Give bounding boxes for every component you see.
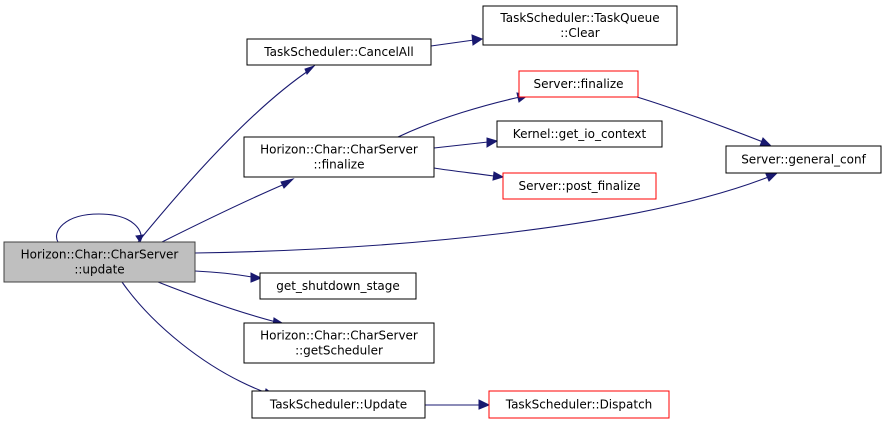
- node-update[interactable]: Horizon::Char::CharServer::update: [3, 241, 196, 283]
- edge-cs_finalize-to-get_io_context: [433, 137, 499, 149]
- edge-update-to-general_conf: [194, 171, 780, 254]
- node-box[interactable]: [488, 390, 670, 419]
- node-box[interactable]: [246, 38, 432, 66]
- arrowhead-icon: [478, 399, 491, 410]
- node-general-conf[interactable]: Server::general_conf: [725, 145, 882, 174]
- arrowhead-icon: [280, 178, 295, 189]
- edge-cancel_all-to-queue_clear: [430, 34, 484, 47]
- node-box[interactable]: [259, 272, 417, 300]
- edge-update-to-cancel_all: [137, 64, 316, 243]
- node-box[interactable]: [496, 120, 663, 148]
- node-label: Server::post_finalize: [518, 179, 640, 193]
- node-label: Server::finalize: [533, 77, 623, 91]
- edge-line: [430, 39, 475, 47]
- node-get-scheduler[interactable]: Horizon::Char::CharServer::getScheduler: [243, 322, 435, 364]
- node-label: TaskScheduler::Dispatch: [505, 398, 653, 412]
- edge-cs_finalize-to-post_finalize: [433, 167, 505, 181]
- arrowhead-icon: [250, 272, 263, 283]
- nodes-layer: Horizon::Char::CharServer::updateTaskSch…: [3, 5, 882, 419]
- node-label: Kernel::get_io_context: [513, 127, 647, 141]
- arrowhead-icon: [304, 64, 316, 75]
- node-label: ::finalize: [314, 158, 365, 172]
- node-label: ::Clear: [560, 26, 600, 40]
- arrowhead-icon: [759, 137, 772, 147]
- arrowhead-icon: [492, 171, 505, 181]
- node-box[interactable]: [3, 241, 196, 283]
- node-sched-update[interactable]: TaskScheduler::Update: [251, 390, 426, 419]
- node-post-finalize[interactable]: Server::post_finalize: [502, 172, 657, 200]
- edge-line: [56, 213, 142, 243]
- node-box[interactable]: [518, 70, 639, 98]
- node-queue-clear[interactable]: TaskScheduler::TaskQueue::Clear: [482, 5, 678, 46]
- edge-line: [137, 68, 312, 243]
- node-cs-finalize[interactable]: Horizon::Char::CharServer::finalize: [243, 136, 435, 178]
- edge-line: [636, 96, 764, 143]
- node-server-finalize[interactable]: Server::finalize: [518, 70, 639, 98]
- node-box[interactable]: [243, 136, 435, 178]
- node-label: Server::general_conf: [741, 153, 866, 167]
- node-box[interactable]: [243, 322, 435, 364]
- edge-line: [157, 281, 277, 323]
- edge-update-to-update: [56, 213, 144, 244]
- node-label: Horizon::Char::CharServer: [260, 143, 418, 157]
- edge-line: [433, 167, 495, 177]
- node-label: get_shutdown_stage: [276, 279, 400, 293]
- node-box[interactable]: [725, 145, 882, 174]
- node-get-io-context[interactable]: Kernel::get_io_context: [496, 120, 663, 148]
- arrowhead-icon: [471, 34, 484, 46]
- edge-line: [121, 281, 268, 394]
- edges-layer: [56, 34, 780, 410]
- edge-update-to-cs_finalize: [161, 178, 295, 243]
- edge-line: [194, 270, 253, 278]
- edge-line: [433, 141, 489, 149]
- node-shutdown-stage[interactable]: get_shutdown_stage: [259, 272, 417, 300]
- node-label: TaskScheduler::Update: [269, 398, 407, 412]
- node-box[interactable]: [251, 390, 426, 419]
- node-box[interactable]: [502, 172, 657, 200]
- node-label: TaskScheduler::CancelAll: [263, 45, 413, 59]
- node-dispatch[interactable]: TaskScheduler::Dispatch: [488, 390, 670, 419]
- edge-sched_update-to-dispatch: [425, 399, 491, 410]
- edge-line: [194, 175, 772, 254]
- edge-update-to-shutdown_stage: [194, 270, 263, 283]
- node-label: TaskScheduler::TaskQueue: [499, 11, 659, 25]
- node-label: ::update: [74, 263, 124, 277]
- node-label: Horizon::Char::CharServer: [21, 248, 179, 262]
- arrowhead-icon: [486, 137, 499, 148]
- node-cancel-all[interactable]: TaskScheduler::CancelAll: [246, 38, 432, 66]
- node-label: ::getScheduler: [295, 344, 383, 358]
- node-label: Horizon::Char::CharServer: [260, 329, 418, 343]
- edge-line: [161, 182, 288, 243]
- edge-line: [397, 96, 521, 138]
- node-box[interactable]: [482, 5, 678, 46]
